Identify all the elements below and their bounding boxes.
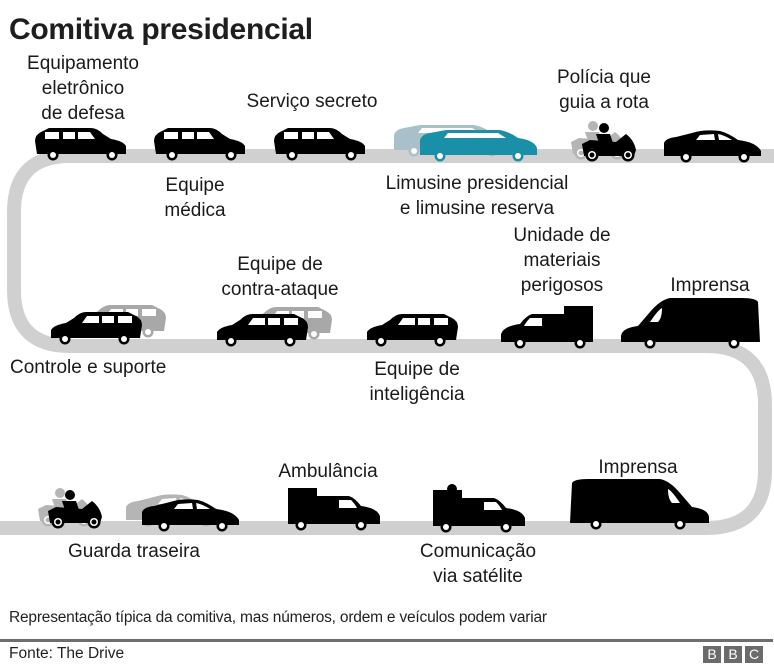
label-line: Polícia que	[556, 67, 651, 88]
footnote: Representação típica da comitiva, mas nú…	[9, 609, 547, 626]
bbc-logo: B B C	[703, 646, 763, 663]
counter-assault-suv-icon	[217, 314, 308, 347]
bbc-logo-letter: B	[703, 646, 721, 663]
ambulance-icon	[288, 488, 380, 531]
label-line: materiais	[523, 250, 601, 271]
bbc-logo-letter: B	[724, 646, 742, 663]
medical-team-suv-icon	[154, 128, 245, 161]
label-hazmat: Unidade de materiais perigosos	[500, 223, 624, 298]
label-line: Equipe de	[237, 254, 323, 275]
label-line: Equipamento	[27, 53, 139, 74]
bbc-logo-letter: C	[745, 646, 763, 663]
label-line: de defesa	[41, 103, 125, 124]
label-line: guia a rota	[559, 92, 649, 113]
label-line: perigosos	[520, 275, 604, 296]
satellite-truck-icon	[433, 484, 525, 533]
label-secret-service: Serviço secreto	[246, 91, 378, 112]
label-counter-assault: Equipe de contra-ataque	[210, 252, 350, 302]
source-credit: Fonte: The Drive	[9, 645, 125, 662]
divider	[0, 639, 773, 642]
label-line: e limusine reserva	[399, 198, 555, 219]
label-electronic-defense: Equipamento eletrônico de defesa	[18, 51, 148, 126]
label-press-row2: Imprensa	[670, 275, 750, 296]
label-control-support: Controle e suporte	[10, 357, 167, 378]
page-title: Comitiva presidencial	[9, 13, 313, 46]
label-line: eletrônico	[41, 78, 125, 99]
label-satellite: Comunicação via satélite	[408, 539, 548, 589]
press-van-row3-icon	[570, 479, 709, 530]
press-van-row2-icon	[621, 298, 760, 349]
electronic-defense-suv-icon	[35, 128, 126, 161]
label-line: Equipe	[165, 175, 225, 196]
rear-guard-motorcycle-icon	[48, 490, 102, 529]
control-support-suv-icon	[51, 312, 142, 345]
intelligence-suv-icon	[367, 314, 458, 347]
presidential-limousine-icon	[420, 130, 537, 162]
label-limousine: Limusine presidencial e limusine reserva	[372, 171, 582, 221]
label-line: Limusine presidencial	[385, 173, 569, 194]
label-rear-guard: Guarda traseira	[67, 541, 200, 562]
police-motorcycle-icon	[582, 123, 636, 162]
label-line: médica	[164, 200, 226, 221]
label-line: contra-ataque	[221, 279, 339, 300]
label-line: Equipe de	[374, 359, 460, 380]
hazmat-truck-icon	[501, 306, 593, 349]
secret-service-suv-icon	[274, 128, 365, 161]
label-intelligence: Equipe de inteligência	[358, 357, 476, 407]
label-police: Polícia que guia a rota	[548, 65, 660, 115]
rear-guard-sedan-icon	[142, 499, 239, 532]
label-ambulance: Ambulância	[278, 461, 378, 482]
label-line: Comunicação	[419, 541, 537, 562]
label-line: Unidade de	[513, 225, 611, 246]
label-press-row3: Imprensa	[598, 457, 678, 478]
lead-sedan-icon	[664, 130, 761, 163]
label-medical-team: Equipe médica	[152, 173, 238, 223]
label-line: inteligência	[369, 384, 465, 405]
label-line: via satélite	[433, 566, 523, 587]
